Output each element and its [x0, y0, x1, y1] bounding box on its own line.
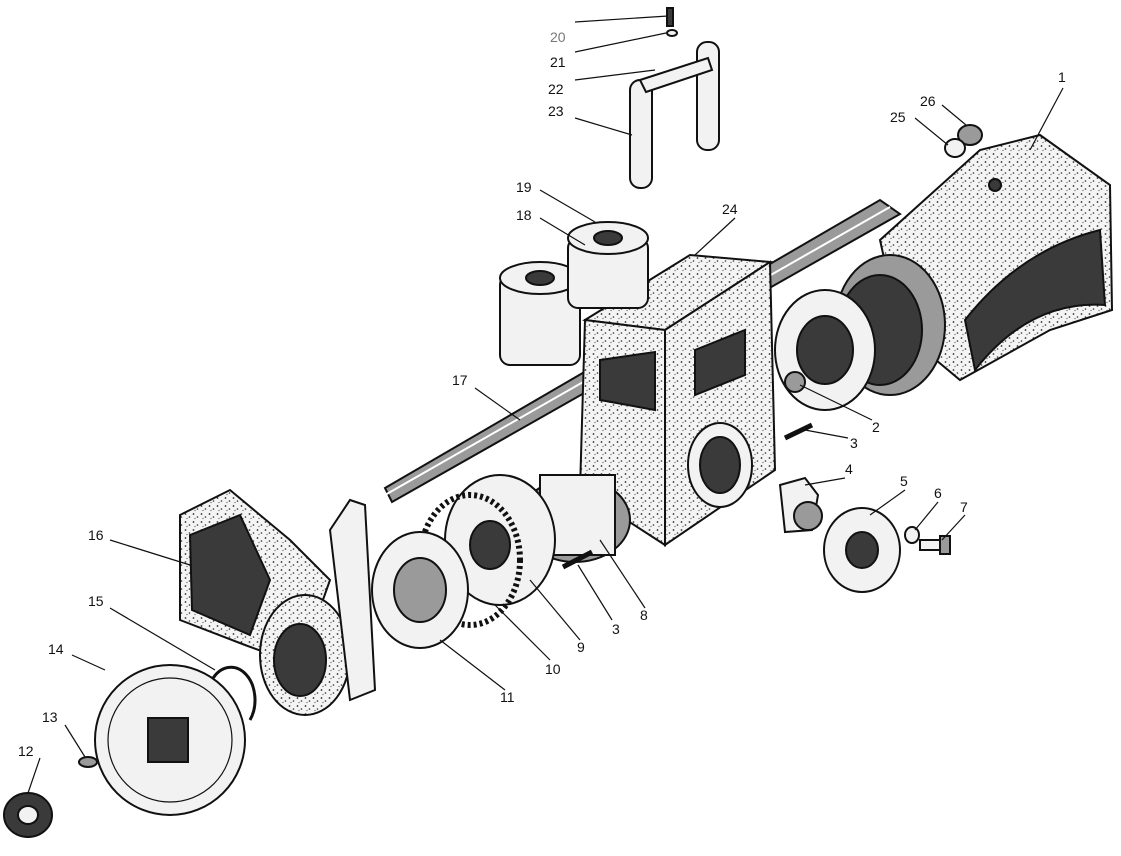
screw-3-left — [561, 549, 594, 570]
callout-3: 3 — [850, 435, 858, 451]
callout-1: 1 — [1058, 69, 1066, 85]
callout-10: 10 — [545, 661, 561, 677]
gear-8 — [519, 474, 631, 563]
central-housing — [578, 253, 777, 547]
callout-labels: 1 2 3 3 4 5 6 7 8 9 10 11 12 13 14 15 16… — [18, 29, 1066, 759]
callout-18: 18 — [516, 207, 532, 223]
snap-ring — [210, 665, 257, 721]
callout-13: 13 — [42, 709, 58, 725]
left-housing — [179, 488, 377, 716]
bolt-7 — [919, 535, 951, 555]
callout-11: 11 — [500, 689, 515, 705]
key — [78, 756, 98, 768]
callout-21: 21 — [550, 54, 566, 70]
bracket — [778, 476, 823, 534]
callout-22: 22 — [548, 81, 564, 97]
washer-6 — [904, 526, 920, 544]
callout-2: 2 — [872, 419, 880, 435]
leader-lines — [27, 15, 1064, 794]
nut-26 — [957, 124, 983, 146]
callout-17: 17 — [452, 372, 468, 388]
callout-5: 5 — [900, 473, 908, 489]
hub-flange — [823, 507, 901, 593]
callout-20: 20 — [550, 29, 566, 45]
fork-assembly — [629, 7, 720, 189]
callout-24: 24 — [722, 201, 738, 217]
callout-9: 9 — [577, 639, 585, 655]
callout-8: 8 — [640, 607, 648, 623]
cover-plate — [444, 474, 556, 606]
screw-3-right — [783, 422, 814, 441]
callout-12: 12 — [18, 743, 34, 759]
sprocket — [94, 664, 246, 816]
nut-12 — [3, 792, 53, 838]
flange — [774, 289, 876, 411]
callout-6: 6 — [934, 485, 942, 501]
callout-19: 19 — [516, 179, 532, 195]
callout-7: 7 — [960, 499, 968, 515]
bearing — [371, 531, 469, 649]
callout-15: 15 — [88, 593, 104, 609]
roller-18 — [499, 261, 581, 366]
roller-19 — [567, 221, 649, 309]
callout-14: 14 — [48, 641, 64, 657]
callout-3b: 3 — [612, 621, 620, 637]
callout-26: 26 — [920, 93, 936, 109]
washer-25 — [944, 138, 966, 158]
callout-25: 25 — [890, 109, 906, 125]
callout-23: 23 — [548, 103, 564, 119]
callout-16: 16 — [88, 527, 104, 543]
callout-4: 4 — [845, 461, 853, 477]
